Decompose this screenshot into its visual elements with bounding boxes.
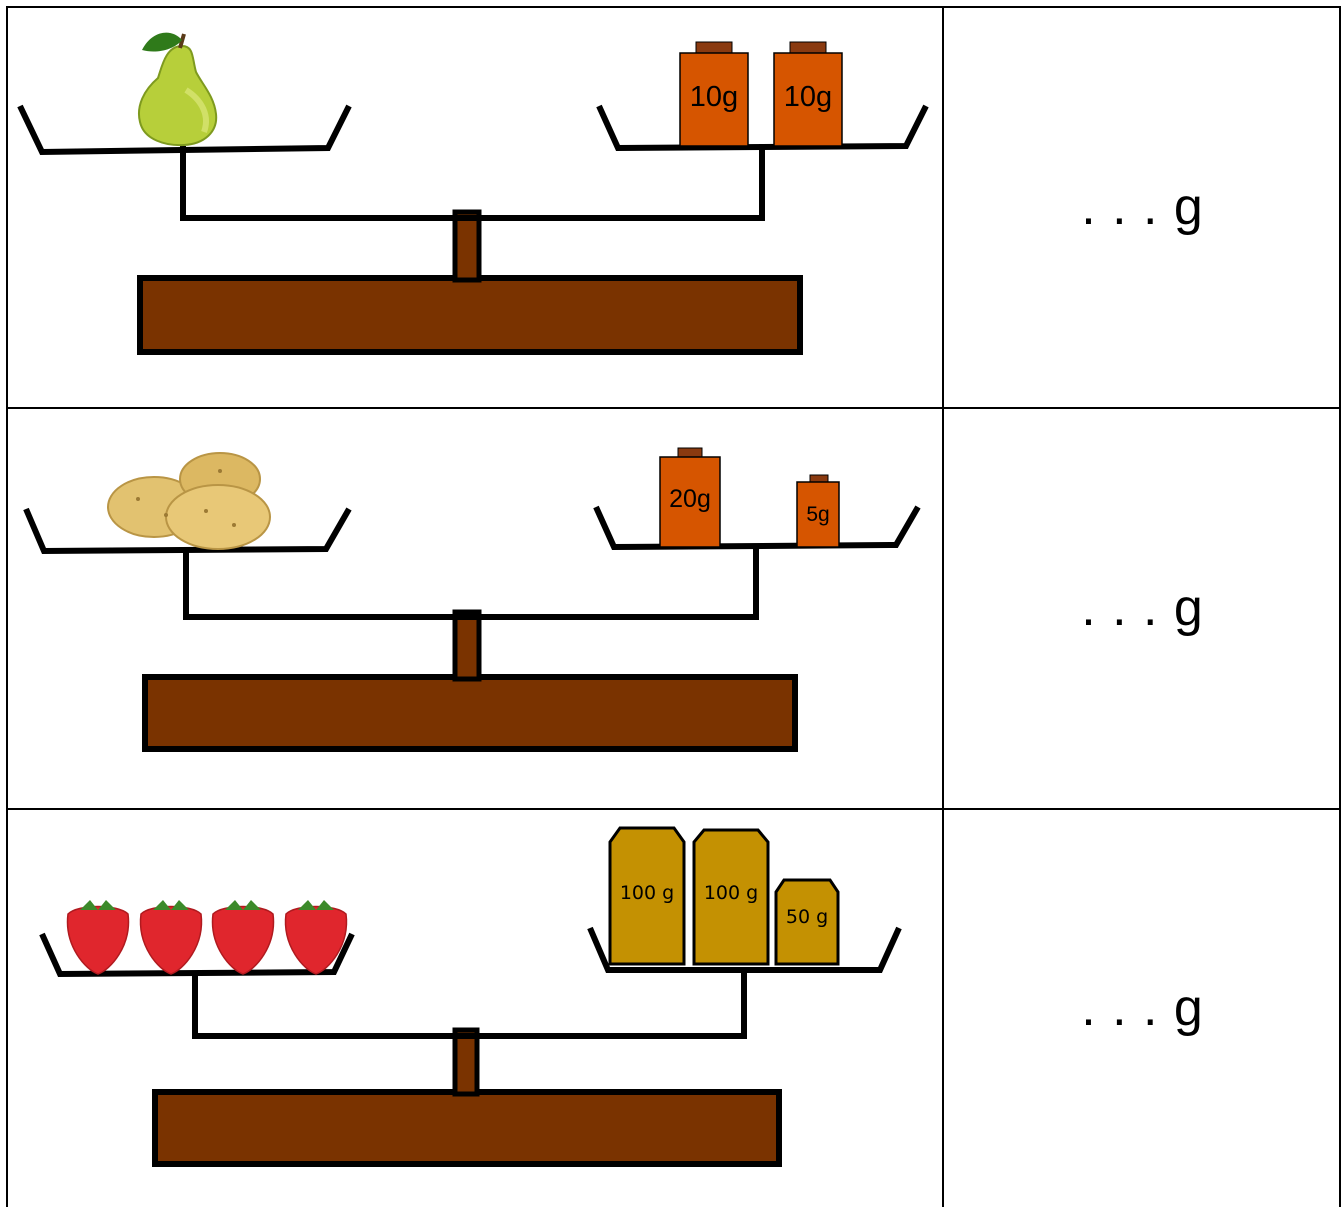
weight-label: 10g: [690, 81, 738, 113]
worksheet-table: 10g 10g . . . g: [6, 6, 1341, 1207]
scale-base: [142, 674, 798, 752]
table-row-divider: [6, 407, 1341, 409]
right-pan: [587, 926, 902, 973]
table-row: 10g 10g . . . g: [6, 6, 1341, 407]
strawberry-icon: [211, 900, 275, 975]
table-border-right: [1339, 6, 1341, 1207]
answer-cell[interactable]: . . . g: [944, 407, 1341, 808]
scale-base: [152, 1089, 782, 1167]
answer-cell[interactable]: . . . g: [944, 6, 1341, 407]
potatoes-icon: [107, 452, 271, 550]
answer-blank: . . . g: [1081, 578, 1204, 637]
table-column-divider: [942, 6, 944, 1207]
table-row: 20g 5g . . . g: [6, 407, 1341, 808]
weight-label: 10g: [784, 81, 832, 113]
table-row: 100 g 100 g 50 g . . . g: [6, 808, 1341, 1207]
right-pan: [593, 505, 921, 551]
weight-50g: 50 g: [774, 878, 840, 966]
weight-10g: 10g: [773, 41, 843, 147]
weight-20g: 20g: [659, 447, 721, 548]
answer-blank: . . . g: [1081, 177, 1204, 236]
pear-icon: [138, 32, 218, 147]
right-pan: [596, 104, 929, 152]
scale-beam: [192, 970, 747, 1039]
weight-label: 20g: [669, 485, 711, 513]
left-pan: [17, 104, 352, 156]
weight-label: 50 g: [786, 906, 828, 928]
table-border-top: [6, 6, 1341, 8]
scale-beam: [183, 547, 759, 620]
scale-post: [452, 209, 482, 283]
table-row-divider: [6, 808, 1341, 810]
scale-base: [137, 275, 803, 355]
weight-label: 100 g: [620, 882, 674, 904]
scale-post: [452, 609, 482, 682]
weight-10g: 10g: [679, 41, 749, 147]
strawberry-icon: [284, 900, 348, 975]
weight-100g: 100 g: [608, 826, 686, 966]
scale-beam: [180, 144, 765, 221]
weight-label: 5g: [806, 503, 829, 526]
table-border-left: [6, 6, 8, 1207]
weight-label: 100 g: [704, 882, 758, 904]
weight-100g: 100 g: [692, 828, 770, 966]
strawberry-icon: [66, 900, 130, 975]
left-pan: [39, 932, 355, 978]
strawberry-icon: [139, 900, 203, 975]
balance-scale-illustration: 100 g 100 g 50 g: [39, 826, 902, 1167]
left-pan: [23, 507, 352, 555]
weight-5g: 5g: [796, 474, 840, 548]
scale-post: [452, 1027, 480, 1097]
balance-scale-illustration: 10g 10g: [17, 32, 929, 355]
answer-blank: . . . g: [1081, 978, 1204, 1037]
answer-cell[interactable]: . . . g: [944, 808, 1341, 1207]
balance-scale-illustration: 20g 5g: [23, 447, 921, 752]
